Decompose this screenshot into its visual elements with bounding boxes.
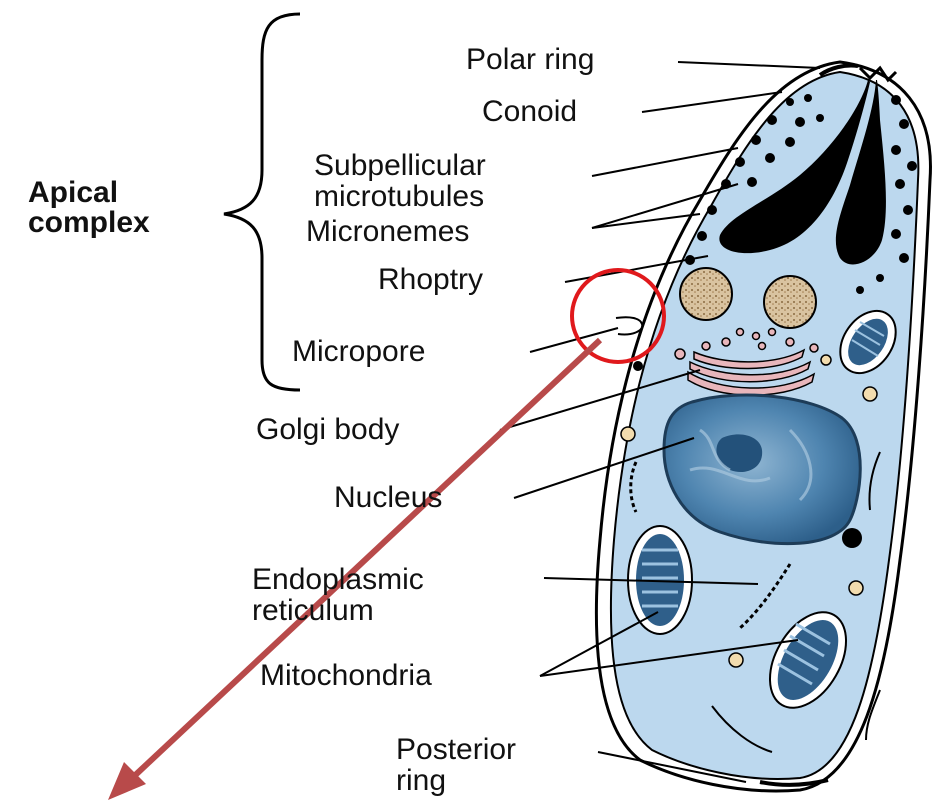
micropore-notch xyxy=(616,317,642,334)
golgi-body-label: Golgi body xyxy=(256,414,399,445)
black-granule-lower xyxy=(842,528,862,548)
rhoptry-label: Rhoptry xyxy=(378,264,483,295)
mitochondria-label: Mitochondria xyxy=(260,660,432,691)
apical-complex-bracket xyxy=(224,14,300,390)
dense-granule-left xyxy=(680,268,732,320)
endoplasmic-reticulum-label: Endoplasmic reticulum xyxy=(252,564,424,626)
micronemes-label: Micronemes xyxy=(306,216,469,247)
apical-complex-label: Apical complex xyxy=(28,178,150,238)
dense-granule-right xyxy=(764,276,816,328)
posterior-ring-label: Posterior ring xyxy=(396,734,516,796)
nucleus-label: Nucleus xyxy=(334,482,442,513)
polar-ring-label: Polar ring xyxy=(466,44,594,75)
subpellicular-microtubules-label: Subpellicular microtubules xyxy=(314,150,486,212)
black-granule xyxy=(633,361,643,371)
micropore-label: Micropore xyxy=(292,336,425,367)
conoid-label: Conoid xyxy=(482,96,577,127)
